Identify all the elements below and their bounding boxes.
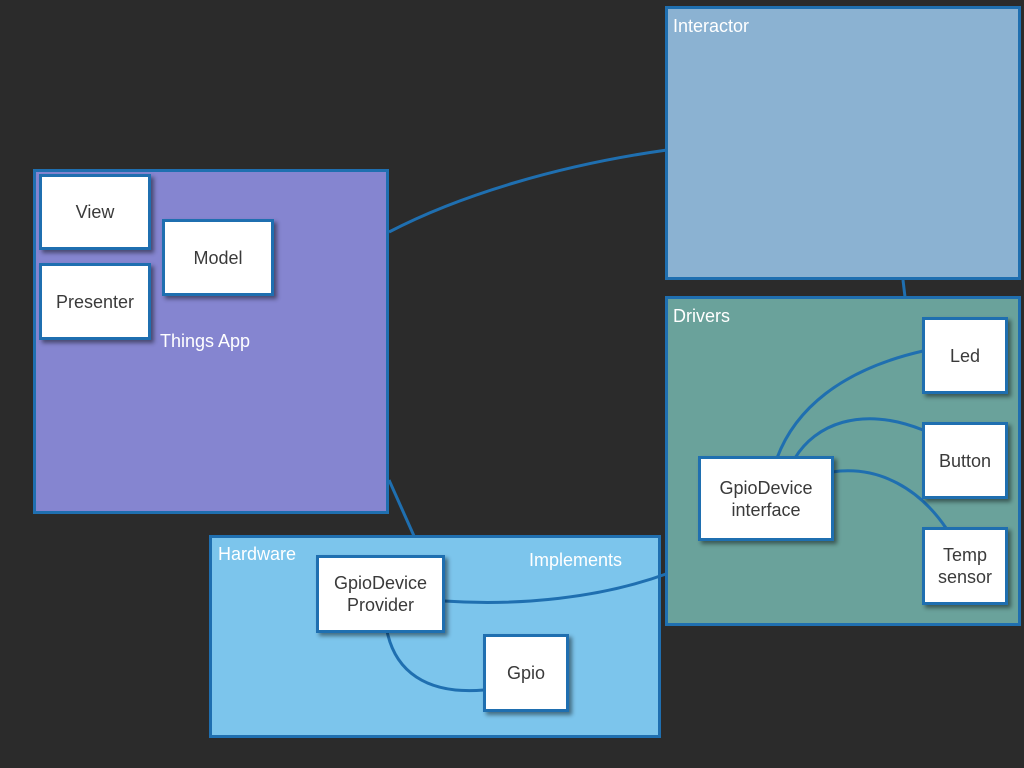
drivers-label: Drivers: [673, 306, 730, 326]
interactor-to-drivers-edge: [901, 279, 907, 298]
temp-sensor-node[interactable]: Temp sensor: [922, 527, 1008, 605]
hardware-label: Hardware: [218, 544, 297, 564]
gpiodevice-interface-node[interactable]: GpioDevice interface: [698, 456, 834, 541]
led-node[interactable]: Led: [922, 317, 1008, 394]
interactor-label: Interactor: [673, 16, 750, 36]
button-node[interactable]: Button: [922, 422, 1008, 499]
things-app-label: Things App: [160, 331, 251, 351]
gpio-node[interactable]: Gpio: [483, 634, 569, 712]
gpiodevice-provider-node[interactable]: GpioDevice Provider: [316, 555, 445, 633]
implements-label: Implements: [529, 550, 623, 570]
presenter-node[interactable]: Presenter: [39, 263, 151, 340]
app-to-hardware-edge: [387, 479, 416, 537]
interactor-region: [665, 6, 1021, 280]
view-node[interactable]: View: [39, 174, 151, 250]
app-to-interactor-edge: [388, 148, 668, 234]
model-node[interactable]: Model: [162, 219, 274, 296]
